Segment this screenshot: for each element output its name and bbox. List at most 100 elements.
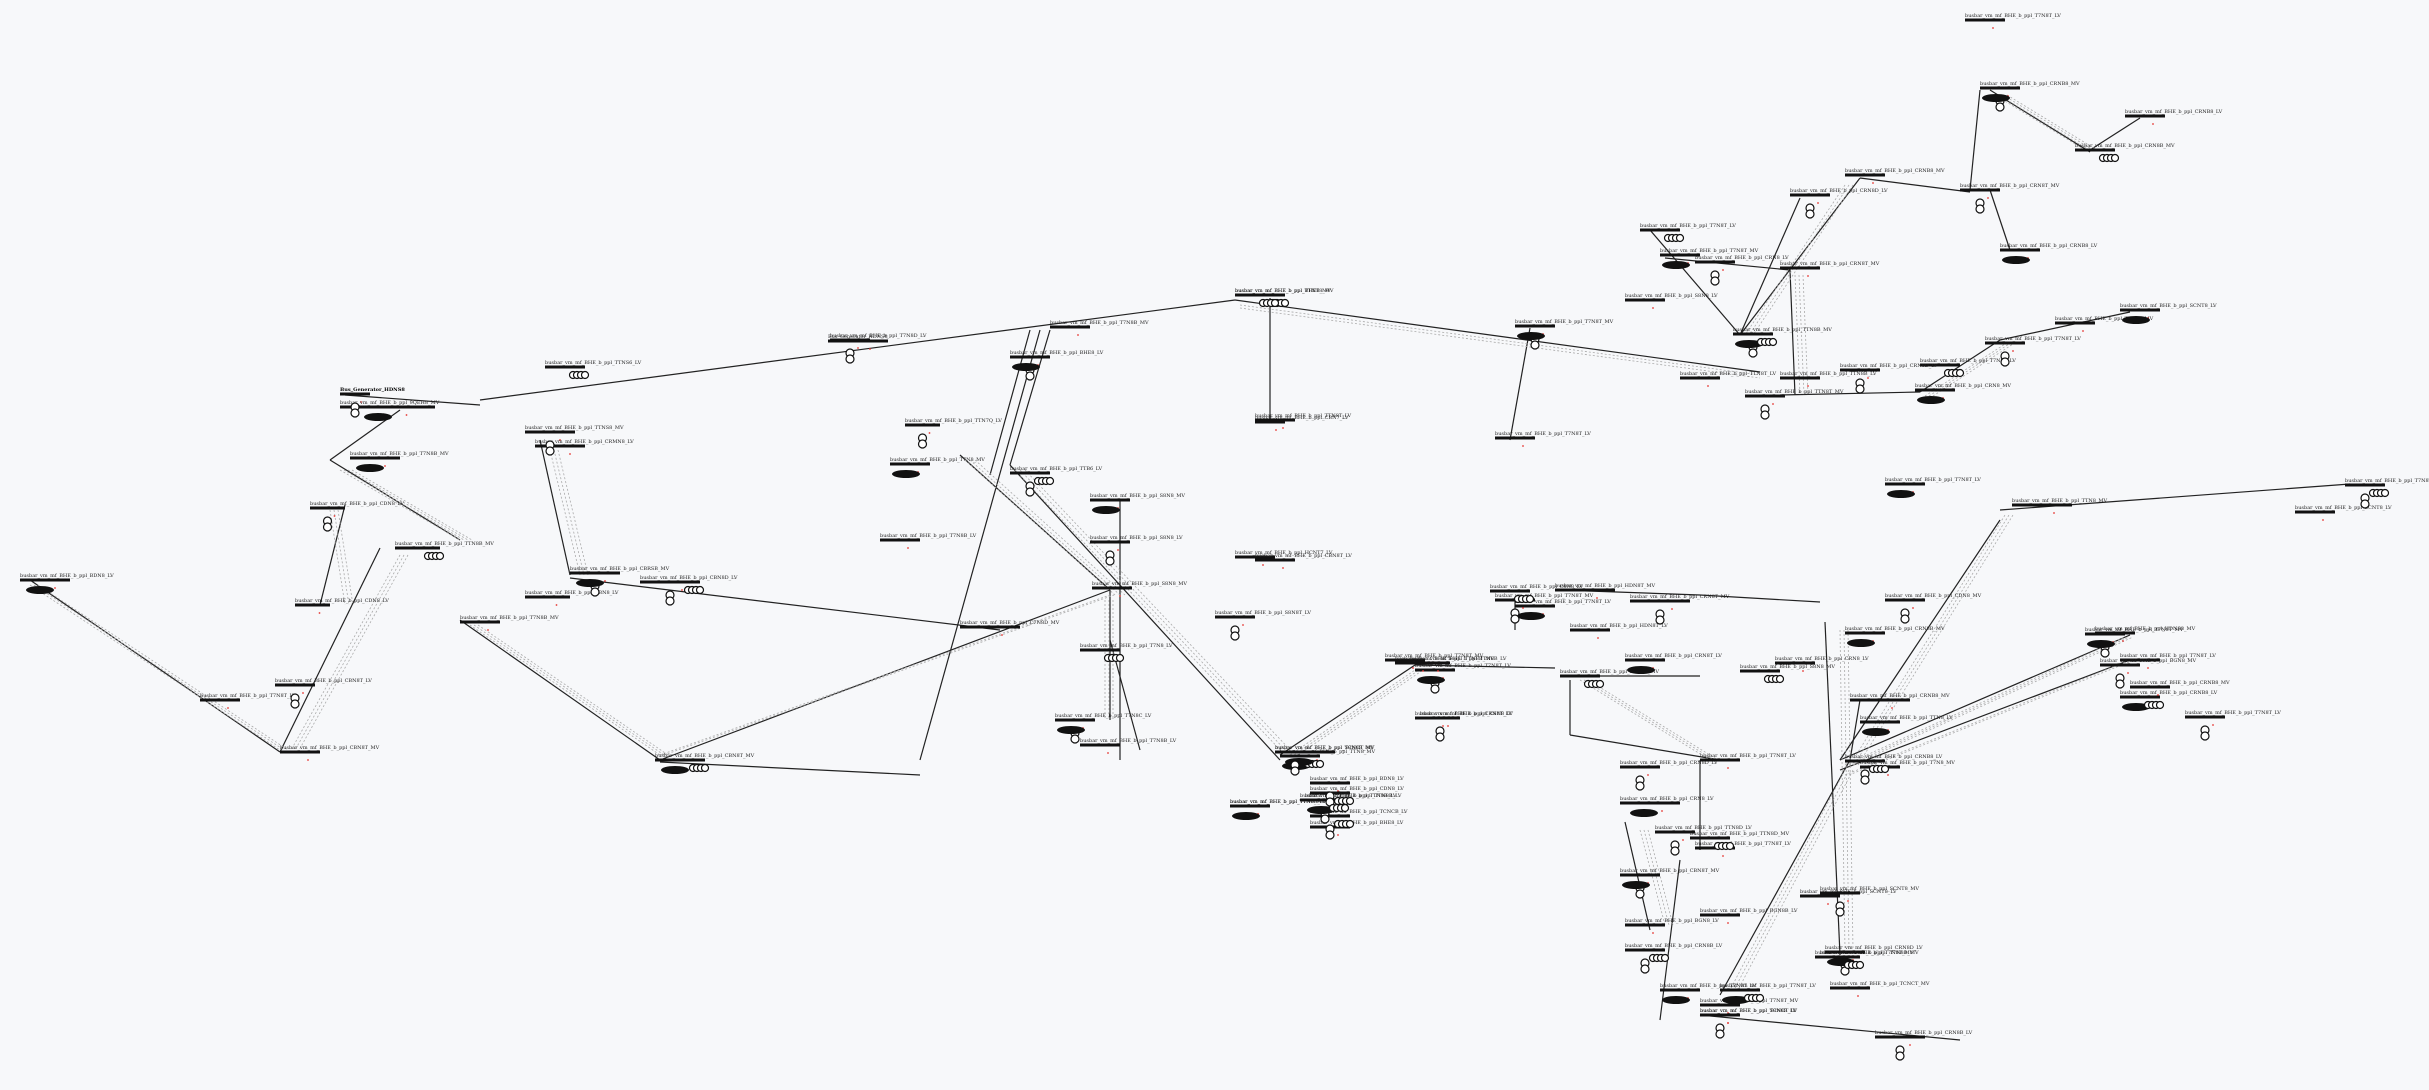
load-icon[interactable]	[1630, 809, 1658, 817]
bus-node[interactable]: busbar_vm_mf_BHE_b_ppl_HDNS8_MV	[2095, 626, 2196, 642]
generator-icon[interactable]	[1713, 841, 1735, 851]
generator-icon[interactable]	[568, 370, 590, 380]
transformer-icon[interactable]	[350, 402, 360, 418]
load-icon[interactable]	[2087, 640, 2115, 648]
bus-node[interactable]: busbar_vm_mf_BHE_b_ppl_CBRSB_MV	[570, 566, 670, 582]
bus-node[interactable]: busbar_vm_mf_BHE_b_ppl_C8N8_LV	[1420, 711, 1513, 727]
generator-icon[interactable]	[1756, 337, 1778, 347]
transformer-icon[interactable]	[1715, 1023, 1725, 1039]
transformer-icon[interactable]	[322, 516, 333, 532]
bus-node[interactable]: busbar_vm_mf_BHE_b_ppl_HDN8T_LV	[1570, 623, 1668, 639]
bus-node[interactable]: busbar_vm_mf_BHE_b_ppl_CRNB8_MV	[2130, 680, 2230, 696]
load-icon[interactable]	[1012, 363, 1040, 371]
bus-node[interactable]: busbar_vm_mf_BHE_b_ppl_BGN8B_LV	[1700, 908, 1798, 924]
generator-icon[interactable]	[683, 585, 705, 595]
transformer-icon[interactable]	[1670, 840, 1680, 856]
transformer-icon[interactable]	[1855, 378, 1865, 394]
bus-node[interactable]: busbar_vm_mf_BHE_b_ppl_CRN8D_LV	[1620, 760, 1718, 776]
bus-node[interactable]: busbar_vm_mf_BHE_b_ppl_TTN8B_LV	[1780, 371, 1877, 387]
load-icon[interactable]	[1057, 726, 1085, 734]
load-icon[interactable]	[661, 766, 689, 774]
bus-node[interactable]: busbar_vm_mf_BHE_b_ppl_CRMN8_LV	[535, 439, 634, 455]
load-icon[interactable]	[1517, 332, 1545, 340]
bus-node[interactable]: busbar_vm_mf_BHE_b_ppl_CRN8_LV	[1695, 255, 1789, 271]
generator-icon[interactable]	[1763, 674, 1785, 684]
bus-node[interactable]: busbar_vm_mf_BHE_b_ppl_T7N8B_MV	[1050, 320, 1149, 336]
load-icon[interactable]	[1662, 261, 1690, 269]
load-icon[interactable]	[576, 579, 604, 587]
load-icon[interactable]	[1862, 728, 1890, 736]
bus-node[interactable]: busbar_vm_mf_BHE_b_ppl_CRN8_LV	[1620, 796, 1714, 812]
transformer-icon[interactable]	[1025, 481, 1035, 497]
load-icon[interactable]	[892, 470, 920, 478]
transformer-icon[interactable]	[665, 590, 675, 606]
load-icon[interactable]	[1722, 996, 1750, 1004]
bus-node[interactable]: Bus_Generator_HDNS8	[828, 334, 888, 350]
transformer-icon[interactable]	[1975, 198, 1985, 214]
bus-node[interactable]: busbar_vm_mf_BHE_b_ppl_CRN8_LV	[1775, 656, 1869, 672]
bus-node[interactable]: busbar_vm_mf_BHE_b_ppl_CBN8T_LV	[1255, 553, 1352, 569]
transformer-icon[interactable]	[917, 433, 928, 449]
transformer-icon[interactable]	[1640, 958, 1650, 974]
bus-node[interactable]: busbar_vm_mf_BHE_b_ppl_CRN8D_LV	[1840, 363, 1938, 379]
transformer-icon[interactable]	[1435, 726, 1445, 742]
bus-node[interactable]: busbar_vm_mf_BHE_b_ppl_CRN8T_MV	[1960, 183, 2060, 199]
load-icon[interactable]	[1517, 612, 1545, 620]
transformer-icon[interactable]	[1760, 404, 1770, 420]
bus-node[interactable]: busbar_vm_mf_BHE_b_ppl_TTN8T_MV	[1745, 389, 1844, 405]
transformer-icon[interactable]	[2360, 493, 2370, 509]
generator-icon[interactable]	[1103, 653, 1125, 663]
load-icon[interactable]	[1232, 812, 1260, 820]
transformer-icon[interactable]	[1860, 769, 1870, 785]
bus-node[interactable]: busbar_vm_mf_BHE_b_ppl_CRNB8_MV	[1845, 168, 1945, 184]
generator-icon[interactable]	[1868, 764, 1890, 774]
bus-node[interactable]: busbar_vm_mf_BHE_b_ppl_TTN8_MV	[2012, 498, 2108, 514]
transformer-icon[interactable]	[1325, 824, 1335, 840]
transformer-icon[interactable]	[1748, 342, 1758, 358]
bus-node[interactable]: busbar_vm_mf_BHE_b_ppl_T7N8T_LV	[200, 693, 296, 709]
load-icon[interactable]	[1917, 396, 1945, 404]
load-icon[interactable]	[1622, 881, 1650, 889]
bus-node[interactable]: busbar_vm_mf_BHE_b_ppl_T7N8T_LV	[1985, 336, 2081, 352]
bus-node[interactable]: busbar_vm_mf_BHE_b_ppl_C7N8D_MV	[960, 620, 1060, 636]
transformer-icon[interactable]	[1895, 1045, 1905, 1061]
load-icon[interactable]	[1417, 676, 1445, 684]
transformer-icon[interactable]	[2115, 673, 2125, 689]
bus-node[interactable]: busbar_vm_mf_BHE_b_ppl_BDN8_LV	[1310, 776, 1404, 792]
bus-node[interactable]: busbar_vm_mf_BHE_b_ppl_TTNS8_MV	[525, 425, 624, 441]
generator-icon[interactable]	[1333, 819, 1355, 829]
transformer-icon[interactable]	[1835, 901, 1845, 917]
generator-icon[interactable]	[1843, 960, 1865, 970]
generator-icon[interactable]	[2098, 153, 2120, 163]
transformer-icon[interactable]	[1635, 775, 1645, 791]
load-icon[interactable]	[1627, 666, 1655, 674]
generator-icon[interactable]	[1333, 796, 1355, 806]
bus-node[interactable]: Bus_Generator_HDNS8	[340, 387, 405, 403]
transformer-icon[interactable]	[1325, 791, 1335, 807]
bus-node[interactable]: busbar_vm_mf_BHE_b_ppl_CRN8B_LV	[1875, 1030, 1973, 1046]
transformer-icon[interactable]	[2000, 351, 2010, 367]
bus-node[interactable]: busbar_vm_mf_BHE_b_ppl_BGN8_MV	[2100, 658, 2197, 674]
bus-node[interactable]: busbar_vm_mf_BHE_b_ppl_CBN8D_LV	[640, 575, 738, 591]
bus-node[interactable]: busbar_vm_mf_BHE_b_ppl_T7N8B_MV	[460, 615, 559, 631]
generator-icon[interactable]	[1743, 993, 1765, 1003]
bus-node[interactable]: busbar_vm_mf_BHE_b_ppl_BGN8_LV	[1625, 918, 1719, 934]
load-icon[interactable]	[2002, 256, 2030, 264]
bus-node[interactable]: busbar_vm_mf_BHE_b_ppl_T7N8B_LV	[1080, 738, 1177, 754]
load-icon[interactable]	[1662, 996, 1690, 1004]
load-icon[interactable]	[2122, 316, 2150, 324]
transformer-icon[interactable]	[1655, 609, 1665, 625]
bus-node[interactable]: busbar_vm_mf_BHE_b_ppl_T7N8T_LV	[1495, 431, 1591, 447]
generator-icon[interactable]	[1033, 476, 1055, 486]
load-icon[interactable]	[1982, 94, 2010, 102]
bus-node[interactable]: busbar_vm_mf_BHE_b_ppl_BDN8_LV	[20, 573, 114, 589]
bus-node[interactable]: busbar_vm_mf_BHE_b_ppl_HCNT7_LV	[1235, 550, 1333, 566]
bus-node[interactable]: busbar_vm_mf_BHE_b_ppl_T7N8T_LV	[2185, 710, 2281, 726]
bus-node[interactable]: busbar_vm_mf_BHE_b_ppl_T7N8T_MV	[1385, 653, 1484, 669]
load-icon[interactable]	[1847, 639, 1875, 647]
generator-icon[interactable]	[2368, 488, 2390, 498]
load-icon[interactable]	[364, 413, 392, 421]
bus-node[interactable]: busbar_vm_mf_BHE_b_ppl_CBN7_LV	[1255, 415, 1349, 431]
generator-icon[interactable]	[1648, 953, 1670, 963]
bus-node[interactable]: busbar_vm_mf_BHE_b_ppl_S8N8_MV	[1092, 581, 1187, 597]
